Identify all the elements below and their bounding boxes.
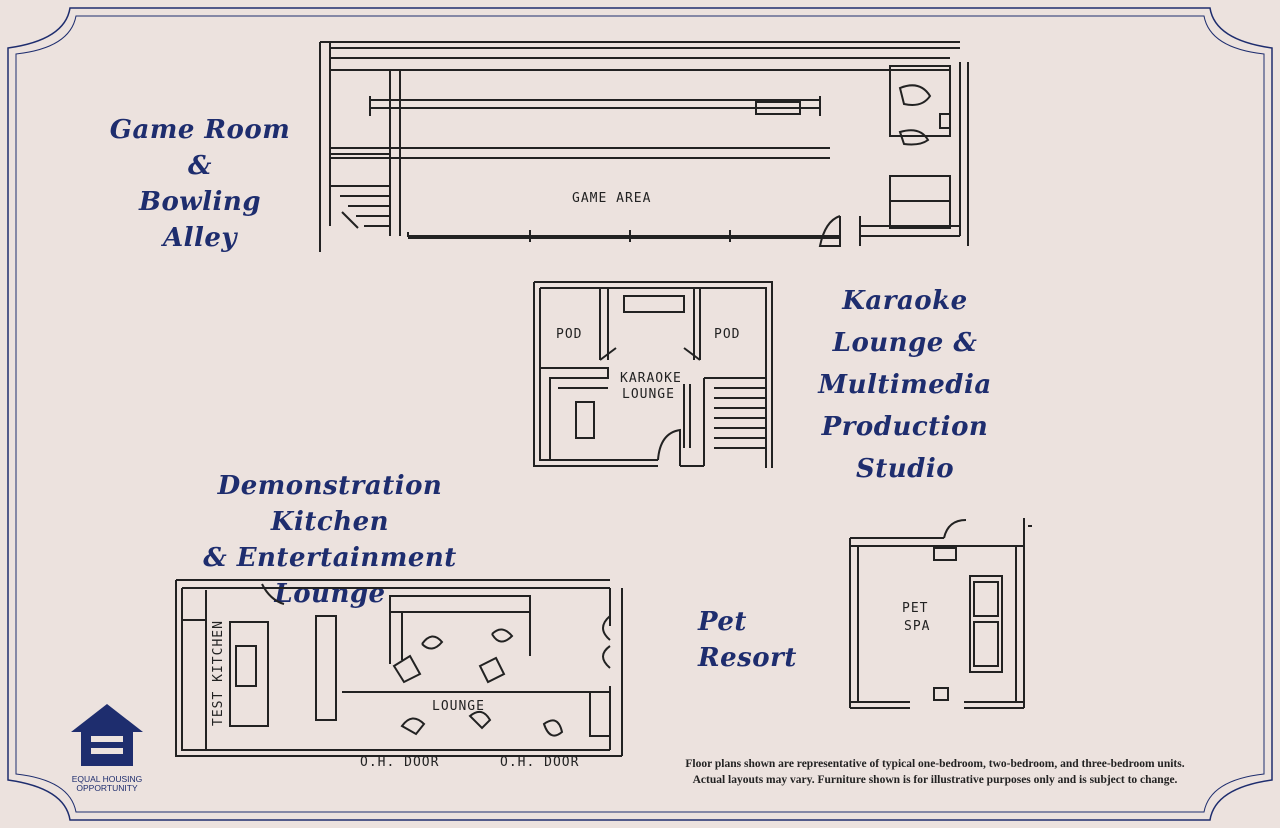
karaoke-floor-plan: POD POD KARAOKE LOUNGE <box>533 281 773 468</box>
pod-right-text: POD <box>714 327 740 342</box>
pet-resort-label-text: Pet Resort <box>698 607 797 673</box>
karaoke-label: Karaoke Lounge & Multimedia Production S… <box>810 280 1000 490</box>
karaoke-label-line2: Lounge & <box>832 328 978 358</box>
game-room-label-line1: Game Room & <box>109 115 291 181</box>
demo-kitchen-label-line2: & Entertainment Lounge <box>203 543 457 609</box>
disclaimer-line2: Actual layouts may vary. Furniture shown… <box>692 774 1178 786</box>
test-kitchen-text: TEST KITCHEN <box>211 620 226 726</box>
game-room-label: Game Room & Bowling Alley <box>100 112 300 256</box>
karaoke-lounge-text-2: LOUNGE <box>622 387 675 402</box>
karaoke-label-line4: Production <box>821 412 989 442</box>
disclaimer-line1: Floor plans shown are representative of … <box>685 758 1185 770</box>
pet-resort-label: Pet Resort <box>698 604 838 676</box>
pet-spa-text-2: SPA <box>904 619 930 634</box>
eho-line1: EQUAL HOUSING <box>71 774 143 784</box>
demo-kitchen-label-line1: Demonstration Kitchen <box>217 471 443 537</box>
game-room-floor-plan: GAME AREA <box>319 41 969 252</box>
karaoke-label-line3: Multimedia <box>818 370 992 400</box>
lounge-text: LOUNGE <box>432 699 485 714</box>
karaoke-label-line5: Studio <box>855 454 955 484</box>
oh-door-text-1: O.H. DOOR <box>360 755 439 770</box>
eho-line2: OPPORTUNITY <box>76 783 138 793</box>
equal-housing-logo: EQUAL HOUSING OPPORTUNITY <box>62 700 152 793</box>
oh-door-text-2: O.H. DOOR <box>500 755 579 770</box>
house-icon <box>71 704 143 766</box>
disclaimer: Floor plans shown are representative of … <box>640 756 1230 788</box>
karaoke-lounge-text-1: KARAOKE <box>620 371 682 386</box>
game-room-label-line2: Bowling Alley <box>138 187 262 253</box>
karaoke-label-line1: Karaoke <box>842 286 968 316</box>
pet-spa-floor-plan: PET SPA <box>849 518 1032 709</box>
demo-kitchen-floor-plan: TEST KITCHEN LOUNGE O.H. DOOR O.H. DOOR <box>175 579 623 770</box>
pod-left-text: POD <box>556 327 582 342</box>
demo-kitchen-label: Demonstration Kitchen & Entertainment Lo… <box>170 468 490 612</box>
game-area-text: GAME AREA <box>572 191 651 206</box>
pet-spa-text-1: PET <box>902 601 928 616</box>
